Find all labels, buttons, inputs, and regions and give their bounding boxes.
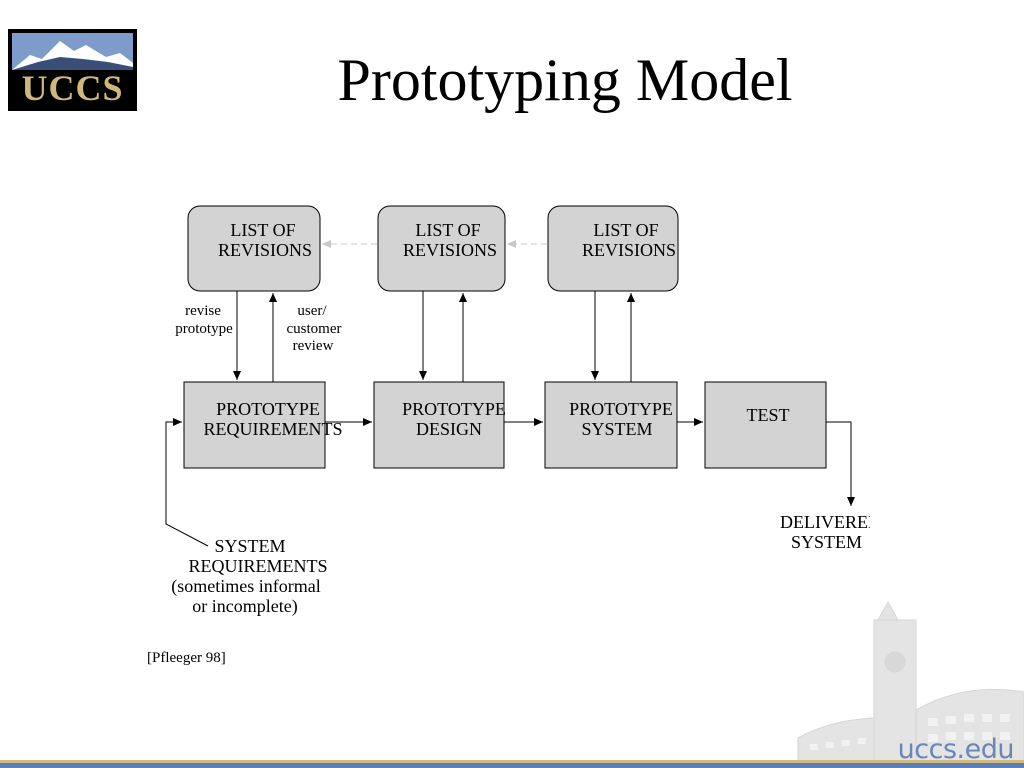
process-box-requirements-line2: REQUIREMENTS — [204, 419, 343, 439]
output-label-line1: DELIVERED — [780, 512, 881, 532]
process-box-system-line2: SYSTEM — [581, 419, 652, 439]
process-box-system: PROTOTYPE SYSTEM — [544, 381, 678, 469]
process-box-requirements-line1: PROTOTYPE — [216, 399, 320, 419]
process-box-system-line1: PROTOTYPE — [569, 399, 673, 419]
revision-box-1-line1: LIST OF — [230, 220, 295, 240]
review-label-line1: user/ — [297, 303, 327, 319]
process-box-requirements: PROTOTYPE REQUIREMENTS — [183, 381, 343, 469]
revision-box-1: LIST OF REVISIONS — [187, 205, 321, 292]
slide-title: Prototyping Model — [337, 47, 793, 113]
footer-bar — [0, 760, 1024, 768]
input-arrow — [165, 418, 209, 547]
review-label: user/ customer review — [287, 303, 342, 354]
revision-box-2-line1: LIST OF — [415, 220, 480, 240]
process-box-test-line1: TEST — [747, 405, 790, 425]
revision-box-2: LIST OF REVISIONS — [377, 205, 506, 292]
logo-text: UCCS — [21, 68, 123, 108]
input-label-line4: or incomplete) — [192, 596, 297, 617]
footer-blue-stripe — [0, 763, 1024, 768]
revision-box-3: LIST OF REVISIONS — [547, 205, 679, 292]
system-requirements-label: SYSTEM REQUIREMENTS (sometimes informal … — [171, 536, 327, 617]
footer-gold-stripe — [0, 760, 1024, 763]
process-box-design-line1: PROTOTYPE — [402, 399, 506, 419]
citation: [Pfleeger 98] — [147, 650, 226, 666]
uccs-logo: UCCS — [8, 29, 137, 111]
output-label-line2: SYSTEM — [791, 532, 862, 552]
revision-box-3-line2: REVISIONS — [582, 240, 676, 260]
campus-building-watermark — [797, 600, 1024, 762]
process-box-test: TEST — [704, 381, 827, 469]
revise-label-line1: revise — [185, 303, 221, 319]
revise-label-line2: prototype — [175, 321, 233, 337]
input-label-line3: (sometimes informal — [171, 576, 320, 597]
review-label-line2: customer — [287, 321, 342, 337]
output-arrow — [826, 421, 855, 506]
input-label-line2: REQUIREMENTS — [189, 556, 328, 576]
revision-box-2-line2: REVISIONS — [403, 240, 497, 260]
review-label-line3: review — [293, 338, 334, 354]
delivered-system-label: DELIVERED SYSTEM — [780, 512, 881, 552]
revise-prototype-label: revise prototype — [175, 303, 233, 337]
revision-box-3-line1: LIST OF — [593, 220, 658, 240]
input-label-line1: SYSTEM — [214, 536, 285, 556]
revision-box-1-line2: REVISIONS — [218, 240, 312, 260]
process-box-design: PROTOTYPE DESIGN — [373, 381, 506, 469]
footer-url: uccs.edu — [897, 734, 1015, 765]
process-box-design-line2: DESIGN — [416, 419, 482, 439]
